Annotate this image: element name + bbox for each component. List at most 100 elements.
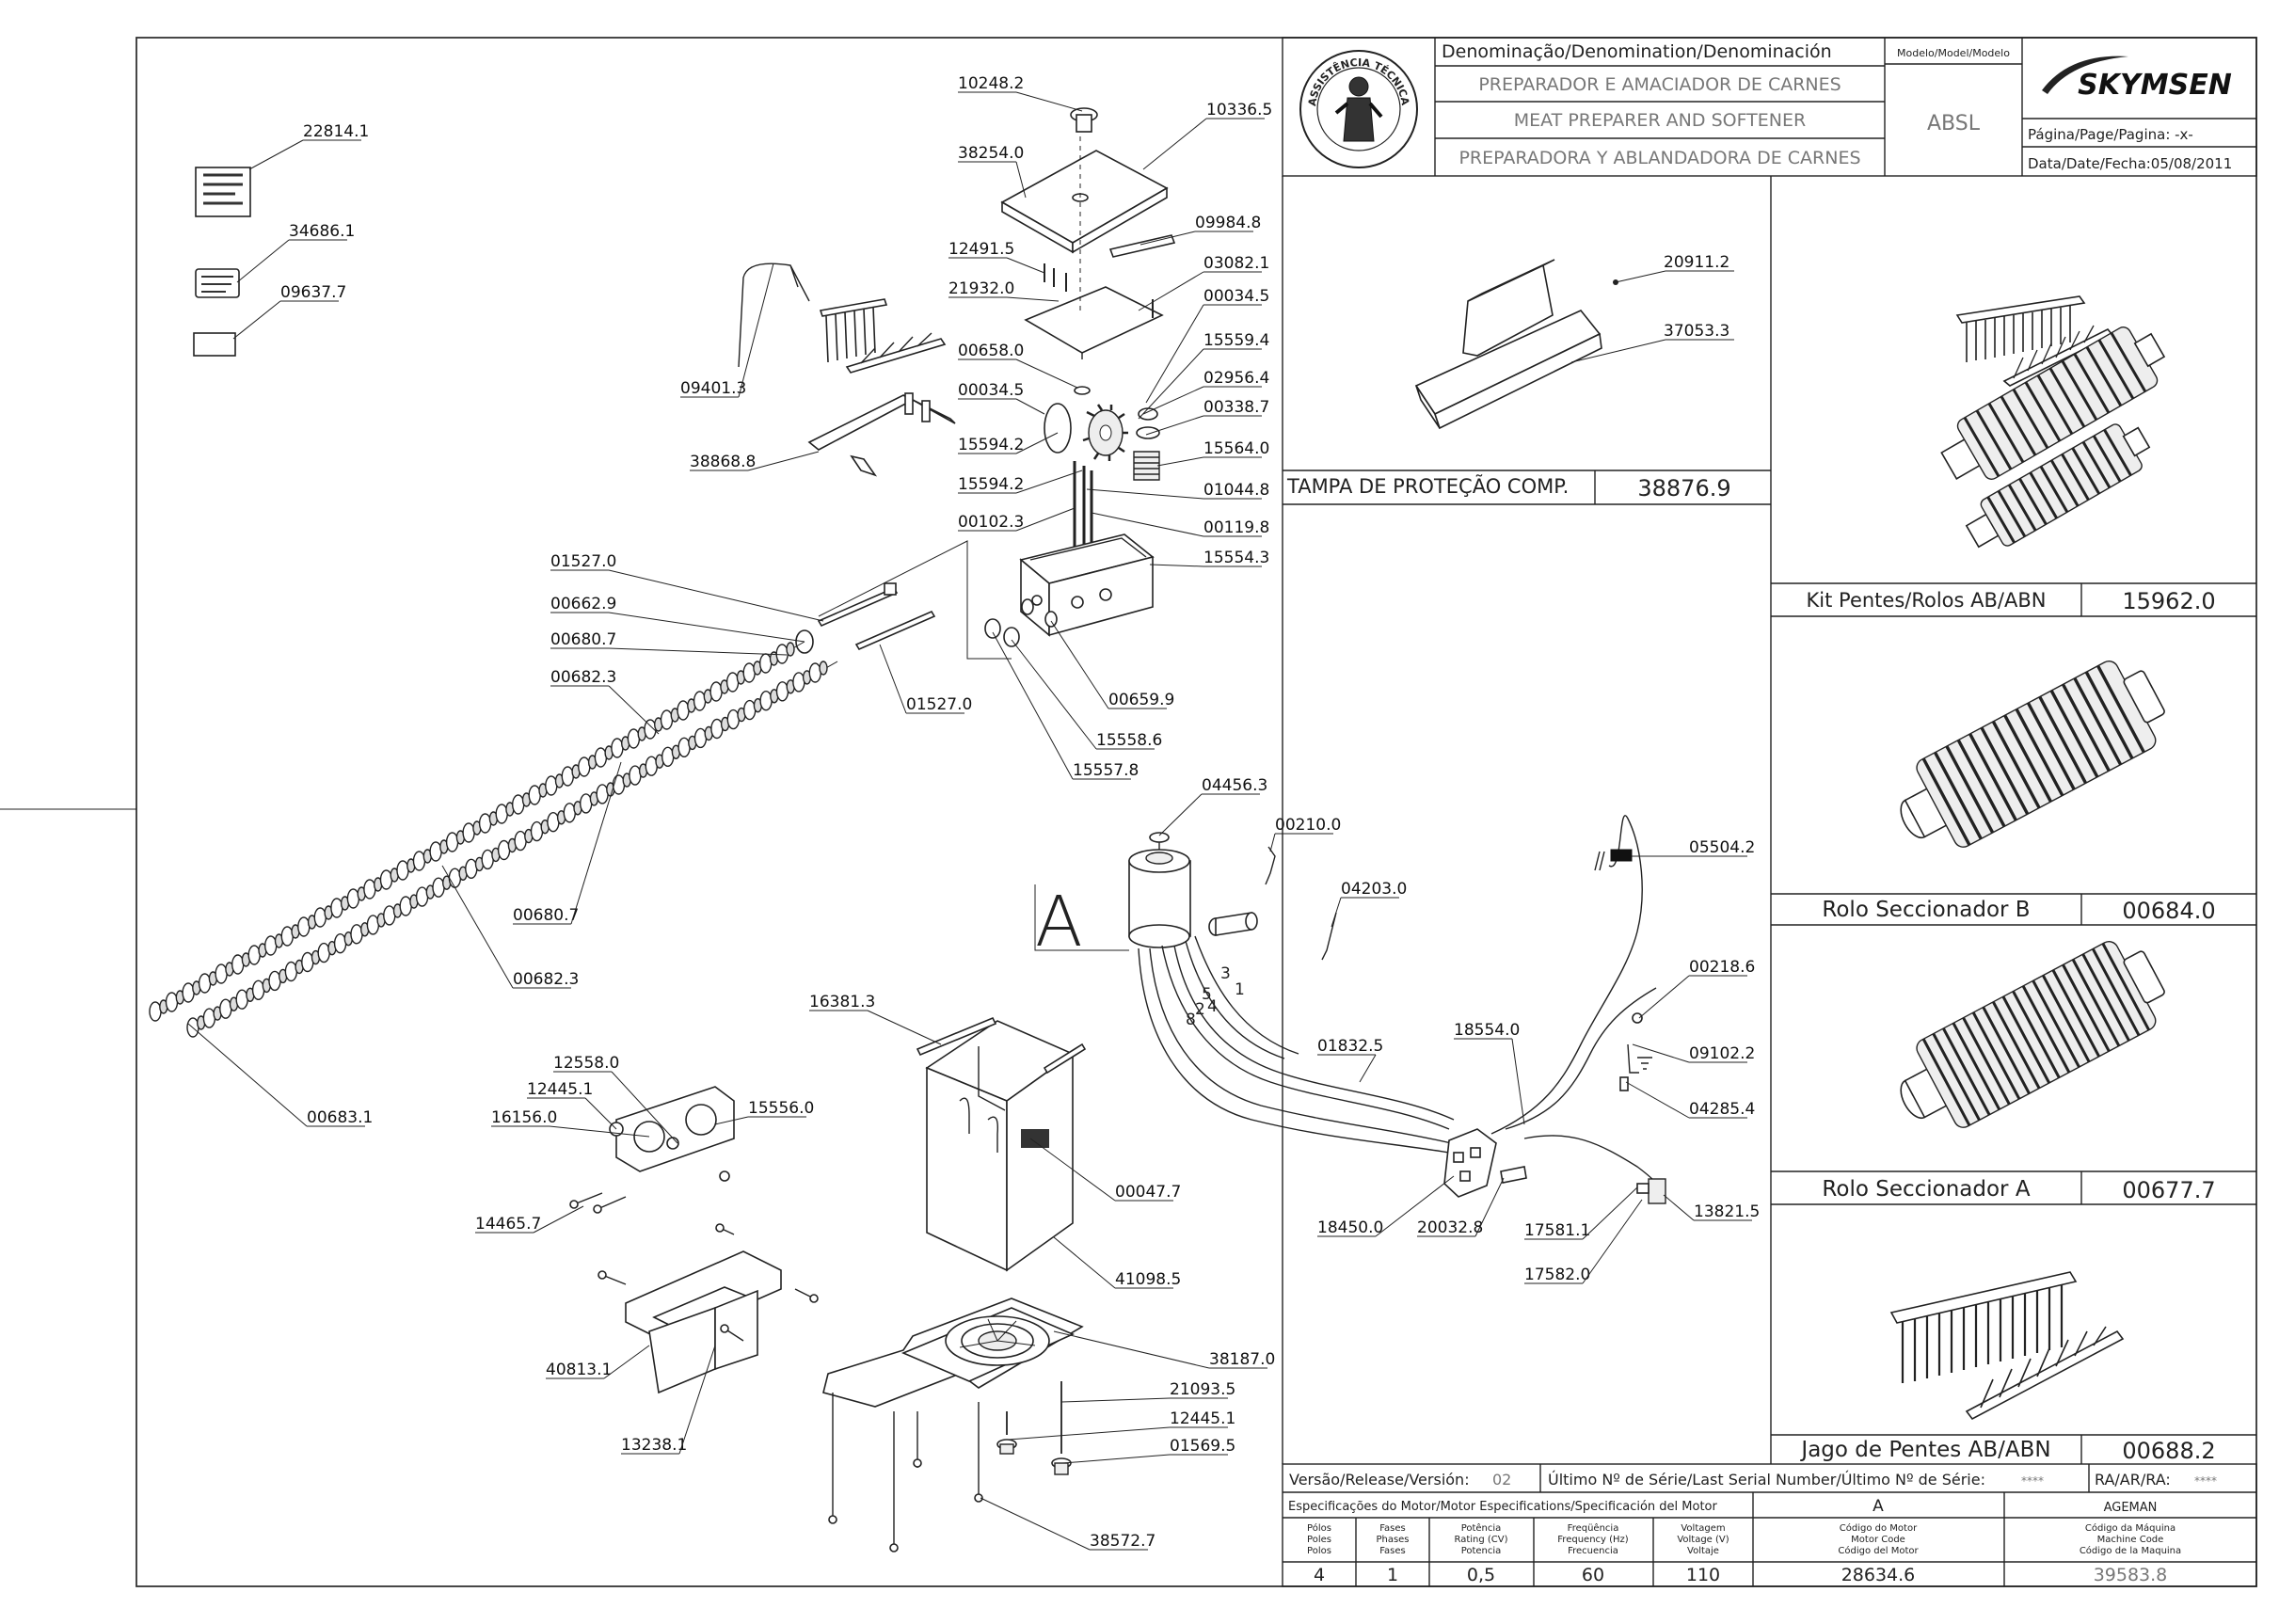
roller-disc (462, 822, 475, 843)
col-motor-code-h2: Motor Code (1851, 1535, 1905, 1545)
leader-line (1138, 348, 1204, 420)
col-rating-h2: Rating (CV) (1454, 1535, 1507, 1545)
part-label: 12445.1 (527, 1080, 593, 1099)
part-label: 10336.5 (1206, 101, 1272, 119)
leader-line (1011, 639, 1097, 750)
leader-line (1091, 512, 1204, 537)
roll-b-panel: Rolo Seccionador B 00684.0 (1771, 661, 2256, 926)
col-machine-code-h2: Machine Code (2097, 1535, 2164, 1545)
panel-roll-a-code: 00677.7 (2122, 1177, 2215, 1203)
product-name-es: PREPARADORA Y ABLANDADORA DE CARNES (1458, 148, 1860, 168)
part-label: 13821.5 (1694, 1202, 1760, 1221)
wire-number-1: 1 (1235, 980, 1245, 999)
protection-cover-drawing (1414, 259, 1618, 430)
roller-disc (759, 653, 773, 674)
roller-disc (396, 860, 409, 881)
part-label: 17581.1 (1524, 1221, 1590, 1240)
leader-line (1006, 296, 1060, 302)
part-label: 09401.3 (680, 379, 746, 398)
roller-disc (660, 709, 674, 730)
panel-roll-a-title: Rolo Seccionador A (1822, 1177, 2030, 1202)
wire-harness (1138, 815, 1666, 1204)
part-label: 01527.0 (550, 552, 616, 571)
roller-disc (611, 738, 624, 758)
ra-label: RA/AR/RA: (2095, 1471, 2171, 1489)
bracket-40813 (598, 1223, 819, 1394)
roller-disc (786, 642, 795, 657)
leader-line (1269, 833, 1276, 852)
col-rating-h3: Potencia (1461, 1546, 1502, 1556)
leader-line (1158, 793, 1203, 836)
part-label: 16156.0 (491, 1108, 557, 1127)
authorized-service-seal: ASSISTÊNCIA TÉCNICA AUTORIZADA (0, 0, 1418, 168)
rating-value: 0,5 (1467, 1565, 1495, 1585)
part-label: 00034.5 (958, 381, 1024, 400)
part-label: 00047.7 (1115, 1183, 1181, 1202)
roller-disc (725, 672, 740, 693)
col-frequency-h1: Freqüência (1568, 1522, 1619, 1534)
voltage-value: 110 (1686, 1565, 1720, 1585)
leader-line (1006, 257, 1045, 274)
leader-line (1331, 897, 1342, 928)
motor-spec-table: Versão/Release/Versión: 02 Último Nº de … (1282, 1463, 2257, 1587)
part-label: 20032.8 (1417, 1218, 1483, 1237)
roller-disc (478, 813, 492, 834)
col-machine-code-h3: Código de la Maquina (2080, 1545, 2181, 1556)
leader-line (1145, 304, 1204, 404)
roller-disc (313, 907, 327, 928)
panel-tampa-code: 38876.9 (1637, 475, 1730, 502)
roller-disc (363, 879, 376, 900)
leader-line (584, 1097, 617, 1130)
leader-line (992, 631, 1074, 780)
machine-code-value: 39583.8 (2094, 1565, 2168, 1585)
panel-roll-b-code: 00684.0 (2122, 898, 2215, 924)
bearing-block (569, 1086, 735, 1214)
part-label: 01527.0 (906, 695, 972, 714)
roller-disc (264, 935, 278, 956)
leader-line (1029, 1138, 1116, 1202)
leader-line (1140, 231, 1196, 246)
product-name-pt: PREPARADOR E AMACIADOR DE CARNES (1478, 74, 1841, 95)
leader-line (1050, 620, 1109, 709)
part-label: 38254.0 (958, 144, 1024, 163)
col-rating-h1: Potência (1461, 1522, 1502, 1534)
part-label: 05504.2 (1689, 838, 1755, 857)
base-plate (822, 1298, 1084, 1552)
part-label: 21093.5 (1170, 1380, 1235, 1399)
col-voltage-h2: Voltage (V) (1677, 1535, 1729, 1545)
part-label: 18450.0 (1317, 1218, 1383, 1237)
drawing-frame (135, 37, 2257, 1587)
phases-value: 1 (1387, 1565, 1398, 1585)
part-label: 00210.0 (1275, 816, 1341, 835)
model-label: Modelo/Model/Modelo (1897, 47, 2010, 59)
col-phases-h2: Phases (1376, 1535, 1409, 1545)
leader-line (1582, 1199, 1643, 1284)
leader-line (549, 1125, 650, 1138)
poles-value: 4 (1314, 1565, 1325, 1585)
leader-line (1663, 1194, 1695, 1221)
part-label: 01044.8 (1203, 481, 1269, 500)
part-label: 22814.1 (303, 122, 369, 141)
leader-line (608, 569, 824, 622)
col-poles-h3: Polos (1307, 1546, 1331, 1556)
leader-line (1142, 386, 1204, 415)
panel-roll-b-title: Rolo Seccionador B (1822, 898, 2030, 922)
roller-disc-stack-upper (149, 641, 805, 1022)
date-label: Data/Date/Fecha:05/08/2011 (2028, 155, 2232, 172)
roller-disc (709, 681, 723, 702)
page-label: Página/Page/Pagina: -x- (2028, 126, 2193, 143)
part-label: 02956.4 (1203, 369, 1269, 388)
col-machine-code-h1: Código da Máquina (2085, 1522, 2175, 1534)
leader-line (1474, 1177, 1505, 1237)
roller-disc (445, 832, 459, 852)
col-motor-code-h3: Código del Motor (1838, 1545, 1919, 1556)
leader-line (1145, 415, 1204, 436)
part-label: 21932.0 (948, 279, 1014, 298)
leader-line (1060, 1397, 1171, 1403)
col-poles-h1: Pólos (1307, 1522, 1331, 1534)
roller-disc (677, 700, 690, 721)
part-label: 18554.0 (1454, 1021, 1520, 1040)
motor-callout-letter: A (1035, 882, 1083, 963)
roller-disc (215, 963, 228, 984)
leader-line (1638, 975, 1690, 1019)
